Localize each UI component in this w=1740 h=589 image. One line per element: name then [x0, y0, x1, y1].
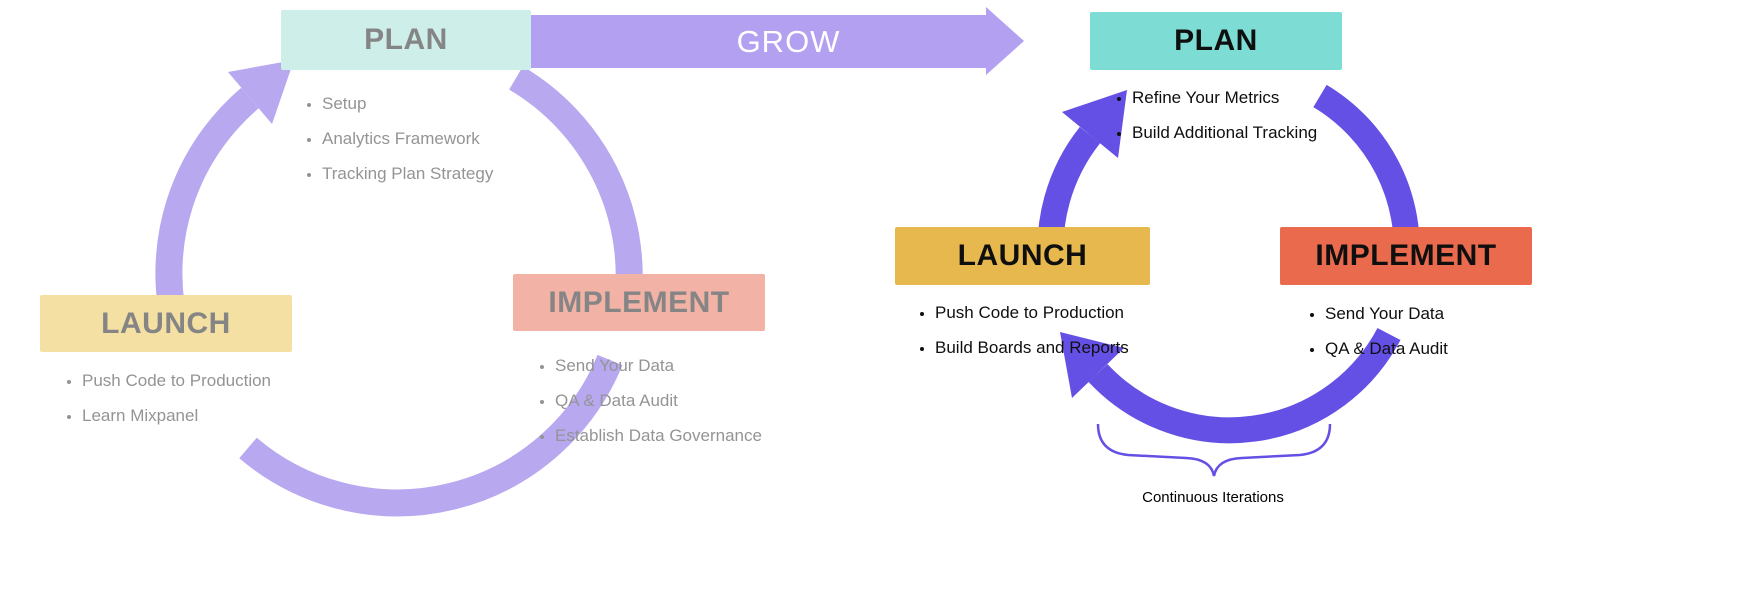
bullet-item: Push Code to Production	[82, 371, 271, 391]
bullet-item: Analytics Framework	[322, 129, 493, 149]
right-launch-box: LAUNCH	[895, 227, 1150, 285]
grow-arrowhead-icon	[986, 7, 1024, 75]
bullet-item: Send Your Data	[555, 356, 762, 376]
right-plan-bullets: Refine Your Metrics Build Additional Tra…	[1110, 88, 1317, 158]
grow-arrow: GROW	[531, 15, 986, 68]
bullet-item: QA & Data Audit	[555, 391, 762, 411]
left-launch-label: LAUNCH	[101, 306, 231, 340]
bullet-item: Setup	[322, 94, 493, 114]
bullet-item: Learn Mixpanel	[82, 406, 271, 426]
left-arc-plan-to-implement	[509, 66, 643, 302]
bullet-item: Push Code to Production	[935, 303, 1129, 323]
bullet-item: Tracking Plan Strategy	[322, 164, 493, 184]
bullet-item: Build Additional Tracking	[1132, 123, 1317, 143]
bullet-item: Refine Your Metrics	[1132, 88, 1317, 108]
left-plan-bullets: Setup Analytics Framework Tracking Plan …	[300, 94, 493, 199]
left-launch-box: LAUNCH	[40, 295, 292, 352]
bullet-item: Build Boards and Reports	[935, 338, 1129, 358]
grow-label: GROW	[736, 23, 841, 59]
right-left-arrowhead-icon	[1060, 332, 1124, 398]
right-launch-bullets: Push Code to Production Build Boards and…	[913, 303, 1129, 373]
bullet-item: Establish Data Governance	[555, 426, 762, 446]
continuous-iterations-caption: Continuous Iterations	[1142, 489, 1284, 506]
right-implement-box: IMPLEMENT	[1280, 227, 1532, 285]
left-plan-box: PLAN	[281, 10, 531, 70]
left-plan-label: PLAN	[364, 23, 448, 56]
left-arc-implement-to-launch	[239, 354, 623, 517]
right-plan-label: PLAN	[1174, 24, 1258, 57]
left-implement-bullets: Send Your Data QA & Data Audit Establish…	[533, 356, 762, 461]
bullet-item: Send Your Data	[1325, 304, 1448, 324]
left-implement-box: IMPLEMENT	[513, 274, 765, 331]
right-implement-bullets: Send Your Data QA & Data Audit	[1303, 304, 1448, 374]
left-up-arrowhead-icon	[228, 60, 294, 124]
right-plan-box: PLAN	[1090, 12, 1342, 70]
bullet-item: QA & Data Audit	[1325, 339, 1448, 359]
right-launch-label: LAUNCH	[957, 239, 1088, 272]
right-implement-label: IMPLEMENT	[1315, 239, 1497, 272]
left-implement-label: IMPLEMENT	[548, 285, 730, 319]
curly-brace-icon	[1096, 423, 1332, 477]
right-up-arrowhead-icon	[1062, 90, 1127, 158]
right-arc-implement-to-launch	[1088, 327, 1401, 444]
left-launch-bullets: Push Code to Production Learn Mixpanel	[60, 371, 271, 441]
